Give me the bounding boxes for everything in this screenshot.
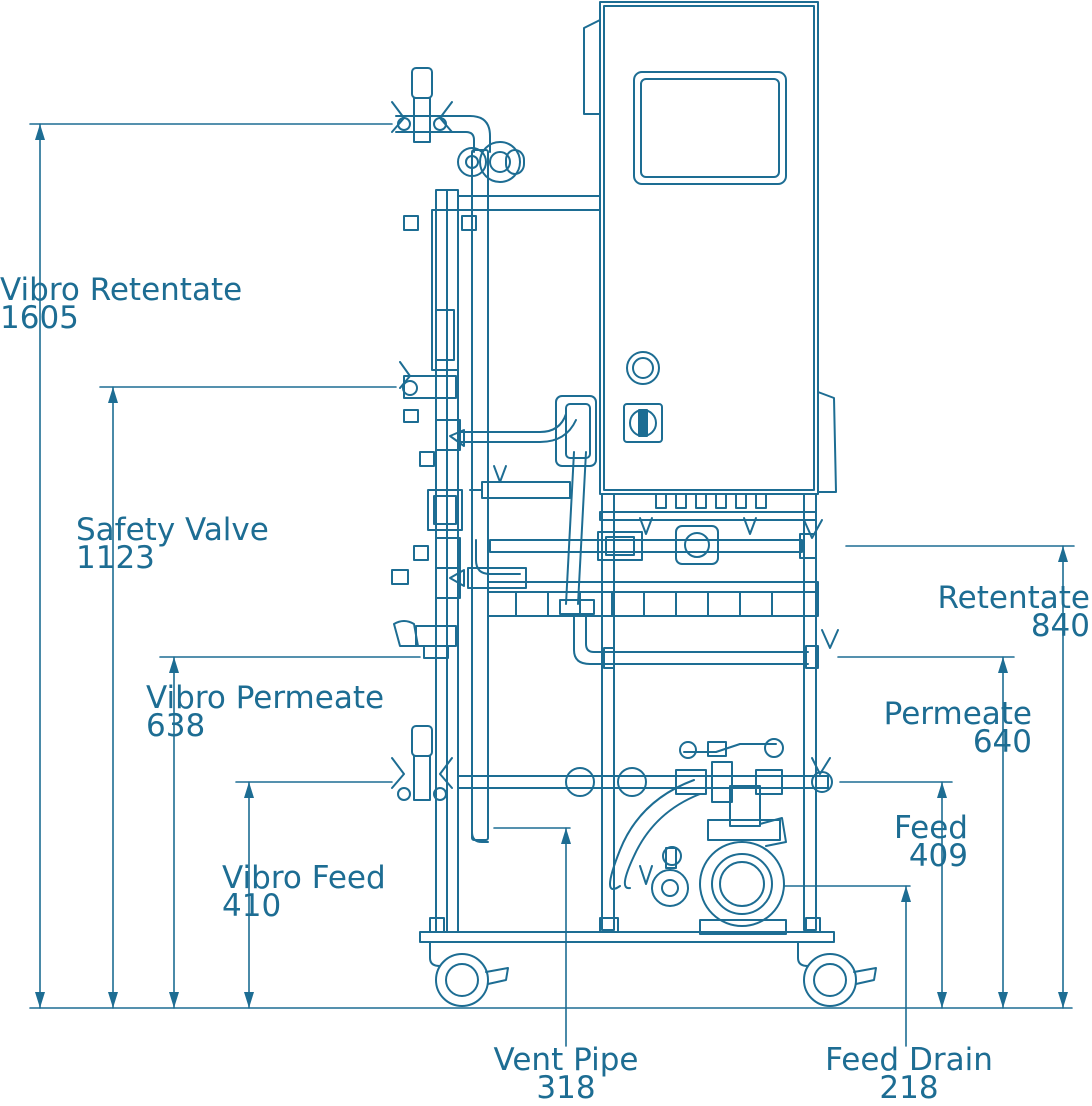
left-valve-stack [391, 67, 477, 801]
dim-label-feed-drain: Feed Drain 218 [820, 1042, 998, 1106]
caster-wheels [429, 941, 877, 1007]
dim-value-vent-pipe: 318 [536, 1070, 596, 1106]
dim-name-feed: Feed [894, 810, 968, 846]
dim-value-feed: 409 [908, 838, 968, 874]
dim-value-safety-valve: 1123 [76, 540, 155, 576]
dimension-arrows [35, 124, 1068, 1008]
dim-value-vibro-permeate: 638 [146, 708, 206, 744]
dim-value-feed-drain: 218 [879, 1070, 939, 1106]
dim-value-permeate: 640 [972, 724, 1032, 760]
dim-label-vibro-permeate: Vibro Permeate 638 [146, 680, 385, 744]
dim-name-vibro-retentate: Vibro Retentate [0, 272, 243, 308]
dim-label-permeate: Permeate 640 [850, 696, 1032, 760]
dim-name-safety-valve: Safety Valve [76, 512, 269, 548]
dimension-lines [29, 123, 1075, 1047]
dim-label-vent-pipe: Vent Pipe 318 [486, 1042, 646, 1106]
dim-value-vibro-feed: 410 [222, 888, 282, 924]
dim-name-vent-pipe: Vent Pipe [493, 1042, 639, 1078]
dim-value-vibro-retentate: 1605 [0, 300, 79, 336]
dim-label-vibro-feed: Vibro Feed 410 [222, 860, 386, 924]
dim-name-feed-drain: Feed Drain [825, 1042, 993, 1078]
dim-label-retentate: Retentate 840 [900, 580, 1090, 644]
feed-pump [639, 785, 787, 935]
dim-label-feed: Feed 409 [860, 810, 968, 874]
dim-value-retentate: 840 [1030, 608, 1090, 644]
vertical-pipe-column [395, 115, 525, 843]
horizontal-piping [457, 395, 839, 891]
control-cabinet [583, 1, 837, 509]
dim-name-permeate: Permeate [883, 696, 1032, 732]
dim-name-retentate: Retentate [937, 580, 1090, 616]
dim-name-vibro-feed: Vibro Feed [222, 860, 386, 896]
dim-label-vibro-retentate: Vibro Retentate 1605 [0, 272, 243, 336]
dim-name-vibro-permeate: Vibro Permeate [146, 680, 385, 716]
dim-label-safety-valve: Safety Valve 1123 [76, 512, 269, 576]
